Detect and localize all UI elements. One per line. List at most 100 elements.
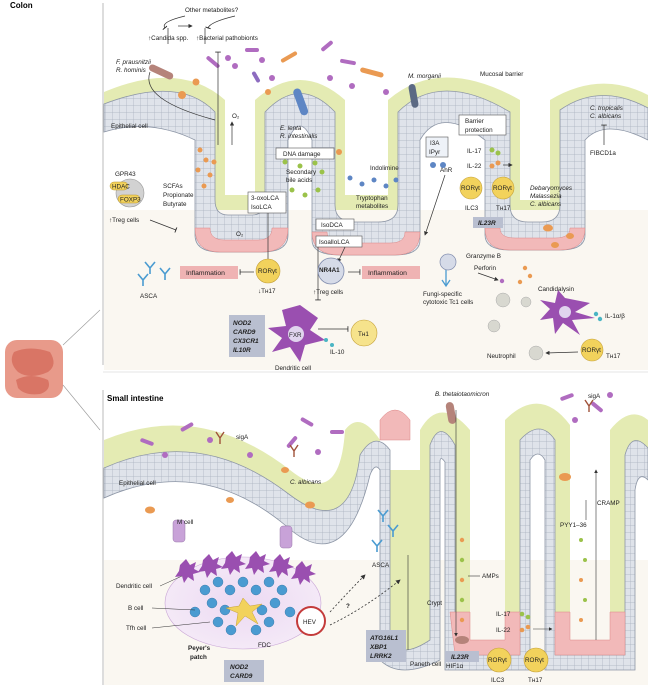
isolca-label: IsoLCA — [251, 204, 272, 211]
colon-epithelium — [103, 90, 648, 256]
fibcd1a-label: FIBCD1a — [590, 150, 616, 157]
b-cell-label: B cell — [128, 605, 143, 612]
si-gene-mid-1: XBP1 — [369, 644, 387, 651]
pyy-label: PYY1–36 — [560, 522, 587, 529]
c-albicans-colon-2: C. albicans — [530, 201, 562, 208]
hdac-label: HDAC — [112, 184, 130, 191]
si-section-title: Small intestine — [107, 394, 164, 403]
patch-dendritic-row — [175, 551, 316, 585]
peyers-b-cells — [189, 576, 296, 636]
th1-cell — [350, 319, 378, 347]
colon-th17-right-cell — [580, 338, 604, 362]
si-genes-mid-box — [366, 630, 406, 662]
treg-cells-mid-label: ↑Treg cells — [313, 289, 343, 296]
si-gene-mid-2: LRRK2 — [370, 653, 392, 660]
tryptophan-line1: Tryptophan — [356, 195, 388, 202]
bile-acid-dots — [282, 159, 325, 198]
hev-label: HEV — [303, 619, 317, 626]
crypt-label: Crypt — [427, 600, 442, 607]
candidalysin-dots — [517, 265, 533, 285]
colon-ilc3-roryt: RORγt — [461, 185, 480, 192]
indolimine-label: Indolimine — [370, 165, 399, 172]
treg-cells-left-label: ↑Treg cells — [109, 217, 139, 224]
fungi-ovals — [543, 224, 574, 248]
tc1-cell — [439, 253, 457, 271]
secondary-bile-acids-line2: bile acids — [286, 177, 312, 184]
colon-gene-3: IL10R — [233, 347, 251, 354]
colon-th17-label: Tʜ17 — [496, 205, 511, 212]
colon-asca-label: ASCA — [140, 293, 158, 300]
si-epithelial-cell-label: Epithelial cell — [119, 480, 156, 487]
si-il22-label: IL-22 — [496, 627, 511, 634]
colon-crypt-base-1 — [194, 227, 289, 253]
tfh-cell-label: Tfh cell — [126, 625, 146, 632]
r-hominis-label: R. hominis — [116, 67, 147, 74]
bacterial-pathobionts-label: ↑Bacterial pathobionts — [196, 35, 258, 42]
inflammation-right-label: Inflammation — [368, 270, 407, 277]
si-ilc3-roryt: RORγt — [488, 657, 507, 664]
isoallolca-label: IsoalloLCA — [319, 239, 350, 246]
ipyr-label: IPyr — [429, 149, 440, 156]
colon-il23r-label: IL23R — [478, 220, 496, 227]
siga-left-label: sigA — [236, 434, 249, 441]
c-albicans-colon-1: C. albicans — [590, 113, 622, 120]
secondary-bile-acids-line1: Secondary — [286, 169, 317, 176]
m-cell-label: M cell — [177, 519, 193, 526]
si-asca-antibodies — [371, 509, 399, 552]
isoallolca-box — [315, 235, 363, 248]
colon-asca-antibodies — [137, 261, 171, 286]
colon-top-microbes — [149, 40, 419, 116]
gpr43-label: GPR43 — [115, 171, 136, 178]
malassezia-label: Malassezia — [530, 193, 562, 200]
si-gene-mid-0: ATG16L1 — [369, 635, 398, 642]
dna-damage-box — [275, 147, 335, 160]
si-il23r-box — [445, 651, 479, 662]
oxolca-label: 3-oxoLCA — [251, 195, 280, 202]
fdc-cell — [225, 597, 263, 627]
m-morganii-label: M. morganii — [408, 73, 441, 80]
barrier-protection-line2: protection — [465, 127, 493, 134]
i3a-label: I3A — [430, 140, 440, 147]
fdc-label: FDC — [258, 642, 271, 649]
paneth-cell — [455, 636, 469, 644]
barrier-protection-box — [458, 114, 507, 136]
r-intestinalis-label: R. intestinalis — [280, 133, 318, 140]
cramp-label: CRAMP — [597, 500, 620, 507]
paneth-cell-label: Paneth cell — [410, 661, 441, 668]
si-siga-antibodies — [215, 399, 594, 457]
m-cell — [172, 519, 186, 543]
si-mucus-layer — [104, 403, 648, 655]
o2-bottom-label: O₂ — [236, 231, 244, 238]
si-gene-left-0: NOD2 — [230, 664, 248, 671]
inflammation-right-box — [362, 266, 420, 279]
il10-label: IL-10 — [330, 349, 345, 356]
si-il23r-label: IL23R — [451, 654, 469, 661]
scfa-dots — [195, 147, 217, 189]
butyrate-label: Butyrate — [163, 201, 187, 208]
colon-epithelial-cell-label: Epithelial cell — [111, 123, 148, 130]
i3a-ipyr-box — [425, 136, 449, 158]
colon-genes-box — [229, 315, 265, 357]
other-metabolites-label: Other metabolites? — [185, 7, 239, 14]
peyers-line1: Peyer's — [188, 645, 211, 652]
oxolca-box — [247, 191, 287, 214]
si-gene-left-1: CARD9 — [230, 673, 253, 680]
colon-dendritic-cell-label: Dendritic cell — [275, 365, 311, 372]
si-genes-left-box — [224, 660, 264, 682]
peyers-line2: patch — [190, 654, 207, 661]
nr4a1-treg-cell — [317, 257, 345, 285]
f-prausnitzii-label: F. prausnitzii — [116, 59, 151, 66]
colon-th17-right-roryt: RORγt — [582, 347, 601, 354]
hif1a-label: HIF1α — [446, 663, 464, 670]
digestive-tract-illustration — [5, 340, 63, 398]
fungal-particle-1 — [495, 292, 511, 308]
si-ilc3-label: ILC3 — [491, 677, 505, 684]
si-c-albicans-label: C. albicans — [290, 479, 322, 486]
colon-th17-right-label: Tʜ17 — [606, 353, 621, 360]
si-th17-roryt: RORγt — [525, 657, 544, 664]
colon-th17-roryt: RORγt — [493, 185, 512, 192]
mucosal-barrier-label: Mucosal barrier — [480, 71, 523, 78]
colon-il23r-box — [473, 217, 503, 228]
